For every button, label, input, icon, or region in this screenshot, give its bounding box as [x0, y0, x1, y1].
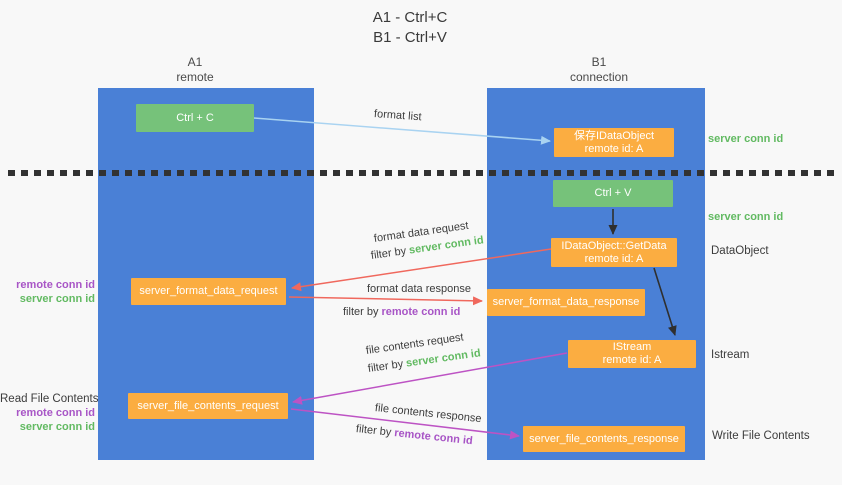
getdata-line1: IDataObject::GetData: [561, 239, 667, 252]
server-conn-id-annotation-mid: server conn id: [708, 211, 784, 223]
server-file-contents-request-label: server_file_contents_request: [137, 399, 279, 412]
right-column-name: B1: [591, 55, 607, 69]
filter-by-text: filter by: [367, 358, 404, 375]
file-contents-response-label: file contents response: [374, 402, 483, 426]
remote-conn-id-annotation: remote conn id: [16, 279, 95, 291]
ctrl-c-label: Ctrl + C: [176, 111, 214, 124]
left-column-subtitle: remote: [176, 70, 214, 84]
left-column-name: A1: [187, 55, 203, 69]
server-file-contents-request-box: server_file_contents_request: [128, 393, 288, 419]
right-column-header: B1 connection: [539, 55, 659, 85]
server-format-data-request-box: server_format_data_request: [131, 278, 286, 305]
ctrl-c-box: Ctrl + C: [136, 104, 254, 132]
server-conn-id-annotation: server conn id: [19, 293, 95, 305]
remote-conn-id-annotation: remote conn id: [16, 407, 95, 419]
diagram-title: A1 - Ctrl+C B1 - Ctrl+V: [300, 8, 520, 48]
getdata-box: IDataObject::GetData remote id: A: [551, 238, 677, 267]
server-conn-id-text: server conn id: [405, 347, 482, 370]
save-dataobject-line2: remote id: A: [584, 142, 644, 155]
remote-conn-id-text: remote conn id: [381, 306, 461, 318]
istream-annotation: Istream: [711, 349, 750, 361]
filter-by-text: filter by: [355, 423, 392, 439]
title-line-2: B1 - Ctrl+V: [373, 29, 447, 46]
left-column-header: A1 remote: [135, 55, 255, 85]
read-file-contents-annotation: Read File Contents: [0, 393, 99, 405]
server-file-contents-response-box: server_file_contents_response: [523, 426, 685, 452]
file-request-annotations: Read File Contents remote conn id server…: [0, 392, 99, 434]
getdata-line2: remote id: A: [584, 252, 644, 265]
server-conn-id-annotation-top: server conn id: [708, 133, 784, 145]
format-data-response-arrow: [288, 296, 483, 306]
dataobject-annotation: DataObject: [711, 245, 769, 257]
format-request-conn-ids: remote conn id server conn id: [7, 278, 95, 306]
filter-by-text: filter by: [370, 245, 407, 262]
server-file-contents-response-label: server_file_contents_response: [529, 432, 679, 445]
istream-line2: remote id: A: [602, 354, 662, 366]
istream-line1: IStream: [612, 341, 652, 353]
write-file-contents-annotation: Write File Contents: [712, 430, 810, 442]
format-data-response-label: format data response: [367, 283, 471, 295]
filter-by-text: filter by: [343, 306, 379, 318]
server-format-data-response-label: server_format_data_response: [492, 296, 640, 308]
ctrl-v-box: Ctrl + V: [553, 180, 673, 207]
istream-box: IStream remote id: A: [568, 340, 696, 368]
save-dataobject-box: 保存IDataObject remote id: A: [554, 128, 674, 157]
server-format-data-response-box: server_format_data_response: [487, 289, 645, 316]
save-dataobject-line1: 保存IDataObject: [573, 129, 655, 142]
remote-conn-id-text: remote conn id: [393, 427, 474, 448]
format-list-label: format list: [373, 108, 422, 124]
ctrl-v-label: Ctrl + V: [594, 187, 632, 199]
title-line-1: A1 - Ctrl+C: [372, 9, 448, 26]
right-column-subtitle: connection: [569, 70, 629, 84]
server-conn-id-annotation: server conn id: [19, 421, 95, 433]
copy-paste-separator-line: [8, 170, 836, 176]
server-format-data-request-label: server_format_data_request: [139, 285, 278, 297]
